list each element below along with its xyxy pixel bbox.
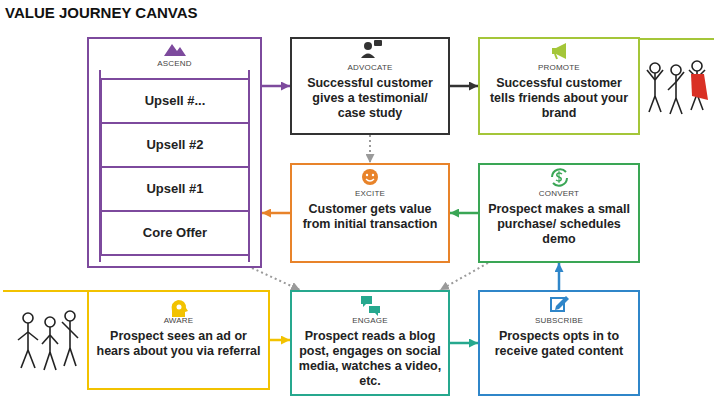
stage-heading: PROMOTE	[538, 64, 580, 73]
flow-arrow	[558, 263, 561, 290]
chat-icon	[361, 296, 380, 316]
stage-box: ADVOCATE Successful customer gives a test…	[290, 37, 450, 135]
flow-arrow	[450, 342, 478, 345]
flow-arrow	[450, 212, 478, 215]
dotted-arrow	[369, 135, 371, 163]
stage-box: EXCITE Customer gets value from initial t…	[290, 163, 450, 263]
leader-line	[640, 38, 714, 40]
hero-cape	[691, 74, 708, 100]
rung-label: Core Offer	[143, 225, 207, 241]
stage-heading: SUBSCRIBE	[535, 317, 583, 326]
stage-text: Successful customer gives a testimonial/…	[298, 76, 442, 121]
stage-heading: ASCEND	[157, 60, 192, 69]
stage-text: Prospect reads a blog post, engages on s…	[298, 329, 442, 389]
stage-text: Successful customer tells friends about …	[486, 76, 632, 121]
stage-text: Prospects opts in to receive gated conte…	[486, 329, 632, 359]
mountain-icon	[164, 44, 186, 56]
stage-heading: CONVERT	[539, 190, 579, 199]
flow-arrow	[450, 85, 478, 88]
flow-arrow	[262, 85, 290, 88]
stage-heading: ENGAGE	[352, 317, 387, 326]
ladder-rung: Upsell #2	[100, 122, 250, 168]
smiley-icon	[362, 169, 378, 185]
leader-line	[3, 290, 87, 292]
rung-label: Upsell #2	[146, 137, 203, 153]
idea-head-icon	[172, 300, 188, 317]
flow-arrow	[262, 212, 290, 215]
stage-text: Customer gets value from initial transac…	[298, 202, 442, 232]
rung-label: Upsell #...	[145, 93, 206, 109]
stage-box: ENGAGE Prospect reads a blog post, engage…	[290, 290, 450, 396]
diagram-title: VALUE JOURNEY CANVAS	[5, 4, 198, 21]
dotted-arrow	[440, 263, 488, 290]
stage-box: AWARE Prospect sees an ad or hears about …	[87, 290, 270, 390]
megaphone-icon	[552, 43, 566, 59]
stage-heading: AWARE	[164, 317, 194, 326]
ladder-rung: Upsell #...	[100, 78, 250, 124]
stage-text: Prospect sees an ad or hears about you v…	[95, 329, 262, 359]
rung-label: Upsell #1	[146, 181, 203, 197]
stage-box: SUBSCRIBE Prospects opts in to receive ga…	[478, 290, 640, 396]
stage-box: CONVERT Prospect makes a small purchase/ …	[478, 163, 640, 263]
dotted-arrow	[252, 268, 300, 290]
stage-box: PROMOTE Successful customer tells friends…	[478, 37, 640, 135]
ladder-rung: Core Offer	[100, 210, 250, 256]
stage-text: Prospect makes a small purchase/ schedul…	[486, 202, 632, 247]
stage-heading: ADVOCATE	[347, 64, 392, 73]
advocate-icon	[361, 40, 382, 58]
stage-heading: EXCITE	[355, 190, 385, 199]
ladder-rung: Upsell #1	[100, 166, 250, 212]
edit-icon	[551, 296, 569, 311]
flow-arrow	[270, 339, 290, 342]
stick-figures	[18, 311, 78, 370]
ascend-panel: ASCEND Upsell #... Upsell #2 Upsell #1 Core …	[87, 37, 262, 268]
dollar-cycle-icon	[552, 169, 567, 185]
